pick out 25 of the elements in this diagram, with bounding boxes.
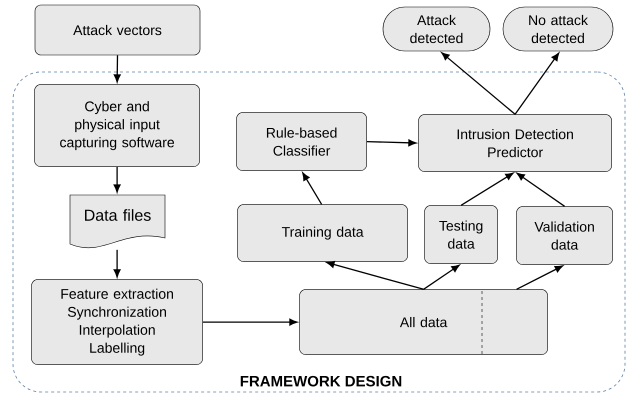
- process-box: Attack vectors: [34, 4, 200, 56]
- arrow: [514, 52, 560, 115]
- process-box: All data: [299, 289, 548, 355]
- arrow: [114, 166, 121, 193]
- process-box: Feature extraction Synchronization Interpolation Labelling: [31, 279, 203, 365]
- process-box: Training data: [237, 204, 408, 262]
- arrow: [114, 250, 121, 278]
- arrow: [516, 265, 563, 290]
- arrow: [441, 52, 516, 115]
- arrow: [460, 172, 514, 206]
- process-box: Rule-based Classifier: [236, 112, 367, 171]
- frame-title: FRAMEWORK DESIGN: [240, 376, 402, 386]
- arrow: [366, 139, 416, 146]
- arrow: [202, 318, 298, 326]
- process-box: Cyber and physical input capturing software: [34, 84, 200, 167]
- arrow: [516, 172, 565, 207]
- process-box: Testing data: [424, 205, 498, 264]
- result-terminal: No attack detected: [502, 6, 614, 52]
- arrow: [114, 55, 121, 82]
- arrow: [326, 261, 424, 290]
- process-box: Validation data: [516, 206, 613, 265]
- result-terminal: Attack detected: [382, 6, 490, 52]
- arrow: [302, 172, 322, 205]
- arrow: [423, 264, 460, 290]
- process-box: Intrusion Detection Predictor: [418, 114, 612, 172]
